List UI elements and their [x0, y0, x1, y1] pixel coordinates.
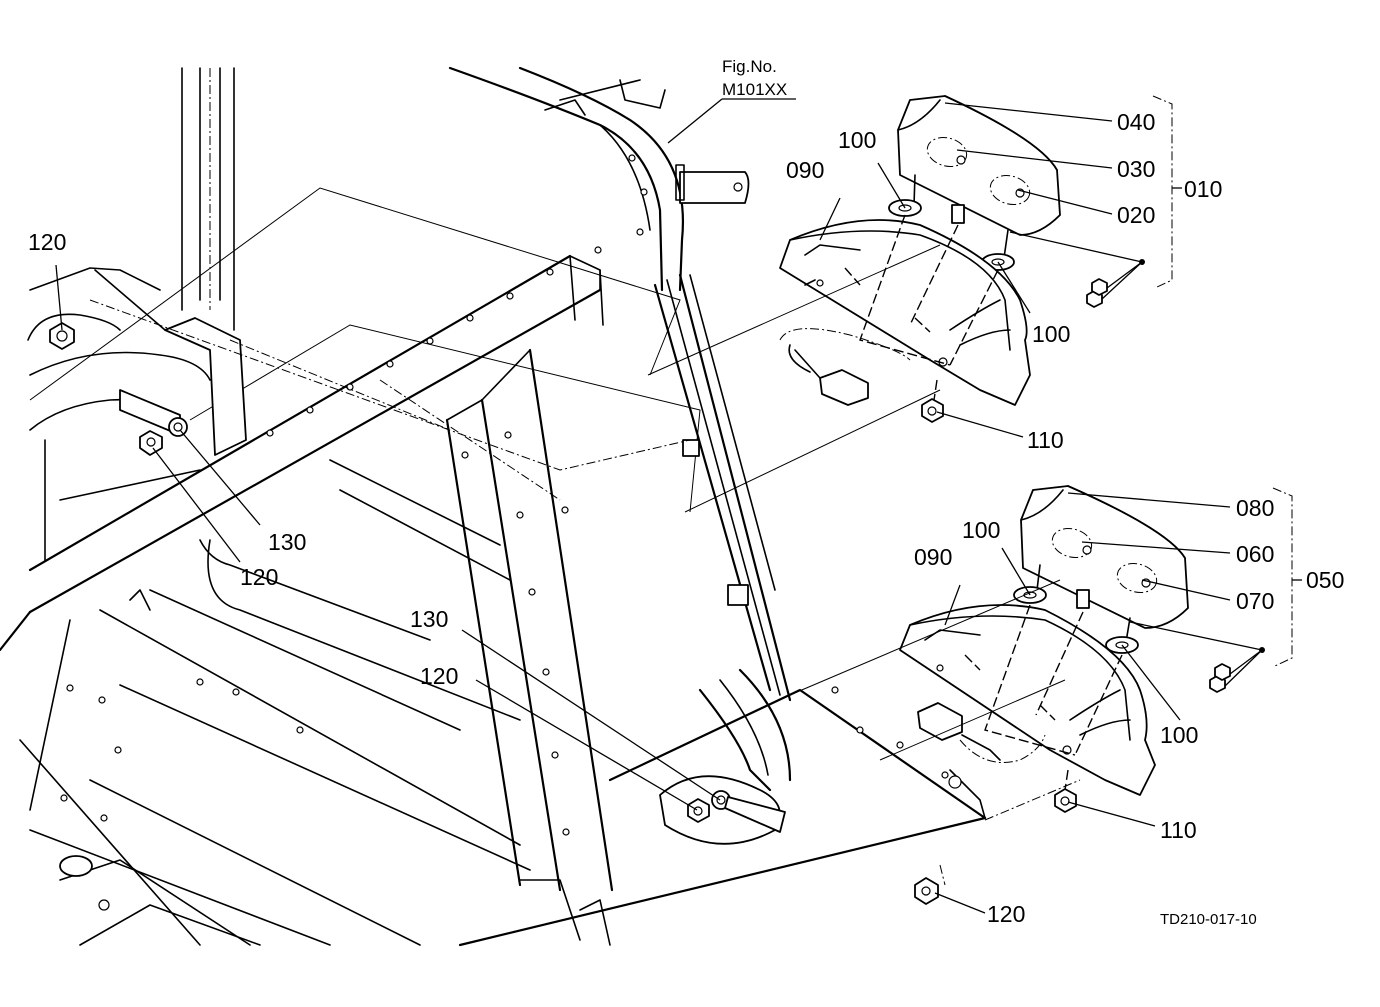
nut-120-center	[687, 798, 710, 823]
callout-090-top: 090	[786, 157, 824, 183]
callout-100-bottom-right: 100	[1160, 722, 1198, 748]
callout-120-left: 120	[240, 564, 278, 590]
callout-060: 060	[1236, 541, 1274, 567]
lamp-nuts-lower	[1209, 663, 1231, 693]
figure-reference: Fig.No. M101XX	[722, 57, 787, 99]
callout-050: 050	[1306, 567, 1344, 593]
callout-110-top: 110	[1027, 427, 1064, 453]
callout-080: 080	[1236, 495, 1274, 521]
callout-110-bottom: 110	[1160, 817, 1197, 843]
bolt-120-left	[139, 430, 163, 456]
washer-130-left	[168, 417, 188, 437]
nut-120-left-top	[49, 322, 75, 350]
callout-130-center: 130	[410, 606, 448, 632]
callout-100-top-right: 100	[1032, 321, 1070, 347]
callout-130-left: 130	[268, 529, 306, 555]
beam-holes	[266, 268, 554, 437]
leader-lines	[55, 98, 1231, 914]
fig-number: M101XX	[722, 80, 787, 99]
callout-090-bottom: 090	[914, 544, 952, 570]
callout-100-bottom-left: 100	[962, 517, 1000, 543]
frame-structure	[0, 66, 987, 947]
nut-120-bottom	[914, 877, 939, 905]
callout-020: 020	[1117, 202, 1155, 228]
fig-label: Fig.No.	[722, 57, 777, 76]
callout-120-top-left: 120	[28, 229, 66, 255]
callout-030: 030	[1117, 156, 1155, 182]
callout-100-top-left: 100	[838, 127, 876, 153]
callout-010: 010	[1184, 176, 1222, 202]
callout-040: 040	[1117, 109, 1155, 135]
callout-labels: 040 030 020 010 090 100 100 110 080 060 …	[28, 109, 1344, 927]
callout-070: 070	[1236, 588, 1274, 614]
callout-120-center: 120	[420, 663, 458, 689]
callout-120-bottom: 120	[987, 901, 1025, 927]
lamp-assembly-upper	[647, 95, 1182, 513]
lamp-nuts-upper	[1086, 278, 1108, 308]
lamp-assembly-lower	[789, 485, 1302, 821]
drawing-code: TD210-017-10	[1160, 911, 1257, 928]
